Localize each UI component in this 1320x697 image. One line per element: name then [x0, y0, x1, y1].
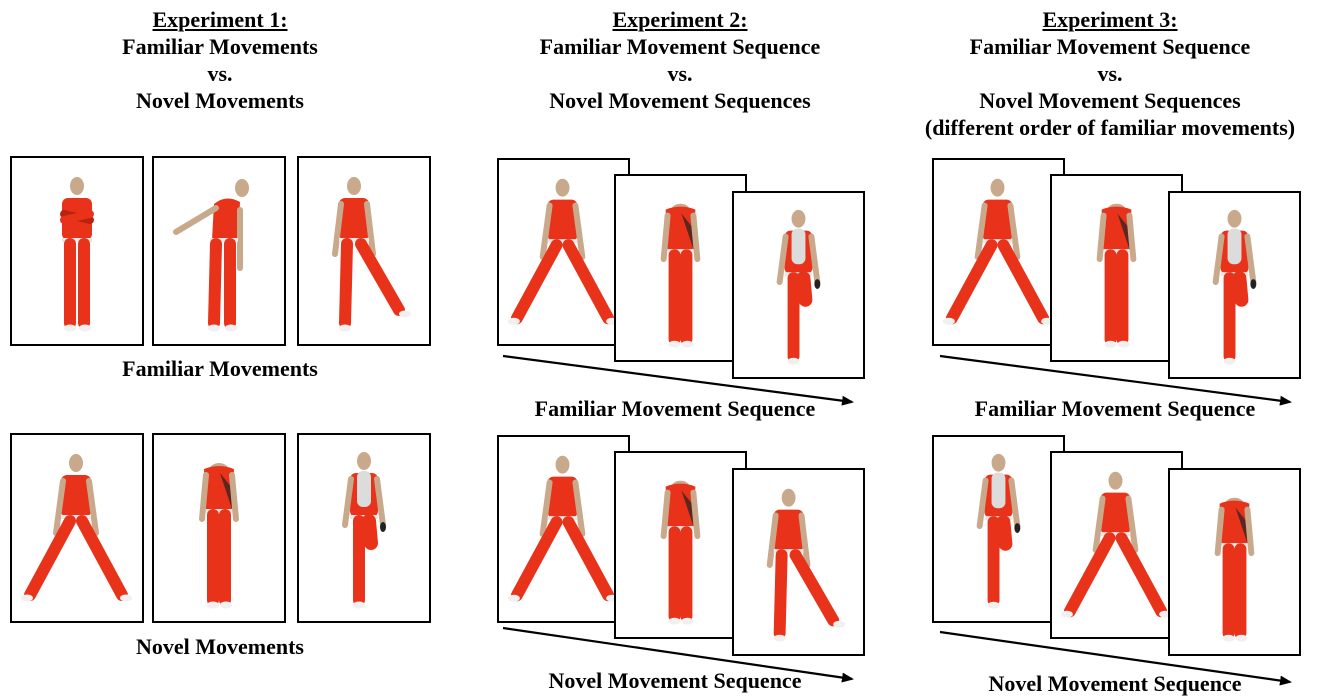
exp3-familiar-arrow	[940, 356, 1290, 402]
exp3-novel-arrow	[940, 632, 1290, 682]
exp2-familiar-arrow	[503, 356, 852, 402]
exp2-novel-arrow	[503, 628, 852, 679]
